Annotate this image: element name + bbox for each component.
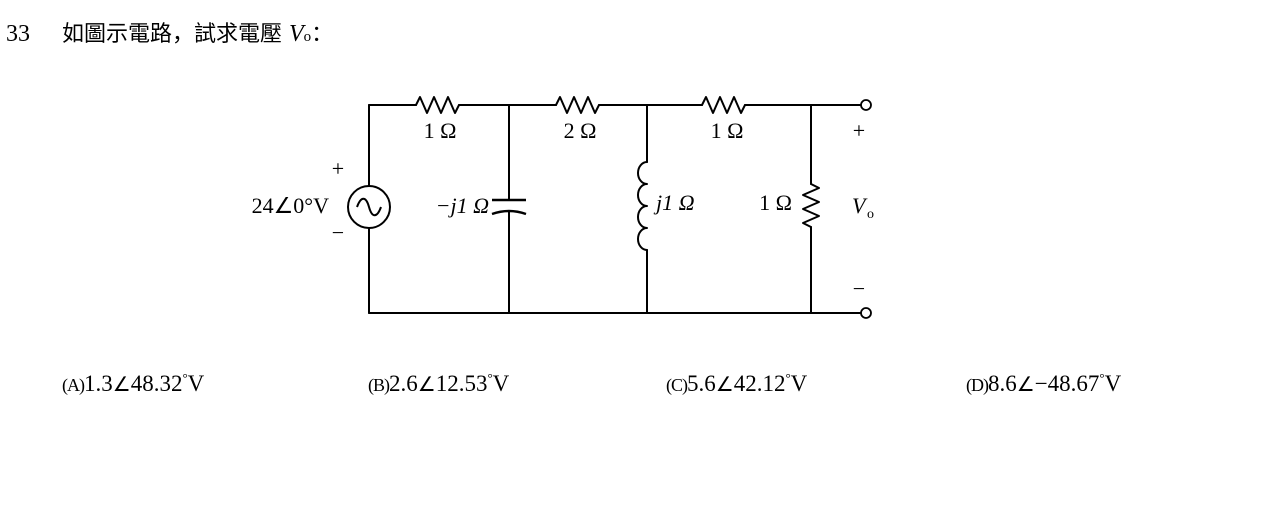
output-plus-label: +	[853, 118, 865, 143]
question-text: 如圖示電路，試求電壓 Vo：	[62, 19, 333, 52]
degree-icon: °	[182, 370, 188, 385]
option-a[interactable]: (A)1.3∠48.32°V	[62, 363, 204, 400]
question-variable: V	[289, 21, 304, 47]
output-terminal-top	[860, 99, 872, 111]
option-d-magnitude: 8.6	[988, 371, 1017, 396]
option-b-magnitude: 2.6	[389, 371, 418, 396]
question-variable-subscript: o	[303, 29, 312, 45]
degree-icon: °	[1099, 370, 1105, 385]
question-stem: 如圖示電路，試求電壓	[62, 22, 289, 47]
r2-label: 2 Ω	[564, 118, 597, 143]
option-d-unit: V	[1104, 371, 1122, 396]
option-a-unit: V	[187, 371, 205, 396]
angle-icon: ∠	[417, 372, 436, 396]
option-d-angle: −48.67	[1034, 371, 1100, 396]
option-d-letter: (D)	[966, 375, 989, 395]
option-c-angle: 42.12	[733, 371, 786, 396]
r3-label: 1 Ω	[711, 118, 744, 143]
angle-icon: ∠	[715, 372, 734, 396]
resistor-r4	[802, 183, 820, 228]
option-b-angle: 12.53	[435, 371, 488, 396]
option-d[interactable]: (D)8.6∠−48.67°V	[966, 363, 1121, 400]
output-terminal-bottom	[860, 307, 872, 319]
option-a-angle: 48.32	[130, 371, 183, 396]
r1-label: 1 Ω	[424, 118, 457, 143]
question-number: 33	[6, 21, 30, 47]
resistor-r1	[415, 96, 460, 114]
output-minus-label: −	[853, 276, 865, 301]
degree-icon: °	[487, 370, 493, 385]
source-value-label: 24∠0°V	[252, 193, 330, 218]
option-c-letter: (C)	[666, 375, 688, 395]
inductor-label: j1 Ω	[653, 190, 695, 215]
output-voltage-subscript: o	[867, 207, 874, 222]
option-c-unit: V	[790, 371, 808, 396]
option-b-unit: V	[492, 371, 510, 396]
ac-wave-icon	[356, 197, 382, 217]
resistor-r3	[701, 96, 746, 114]
capacitor-plate-bottom	[491, 209, 527, 216]
option-b[interactable]: (B)2.6∠12.53°V	[368, 363, 509, 400]
option-b-letter: (B)	[368, 375, 390, 395]
capacitor-label: −j1 Ω	[436, 193, 489, 218]
degree-icon: °	[785, 370, 791, 385]
option-a-magnitude: 1.3	[84, 371, 113, 396]
angle-icon: ∠	[112, 372, 131, 396]
output-voltage-label: V	[852, 193, 868, 218]
option-c[interactable]: (C)5.6∠42.12°V	[666, 363, 807, 400]
source-plus-label: +	[332, 156, 344, 181]
r4-label: 1 Ω	[759, 190, 792, 215]
source-minus-label: −	[332, 220, 344, 245]
resistor-r2	[555, 96, 600, 114]
angle-icon: ∠	[1016, 372, 1035, 396]
inductor-coil	[637, 161, 648, 251]
question-colon: ：	[311, 22, 334, 47]
option-c-magnitude: 5.6	[687, 371, 716, 396]
option-a-letter: (A)	[62, 375, 85, 395]
